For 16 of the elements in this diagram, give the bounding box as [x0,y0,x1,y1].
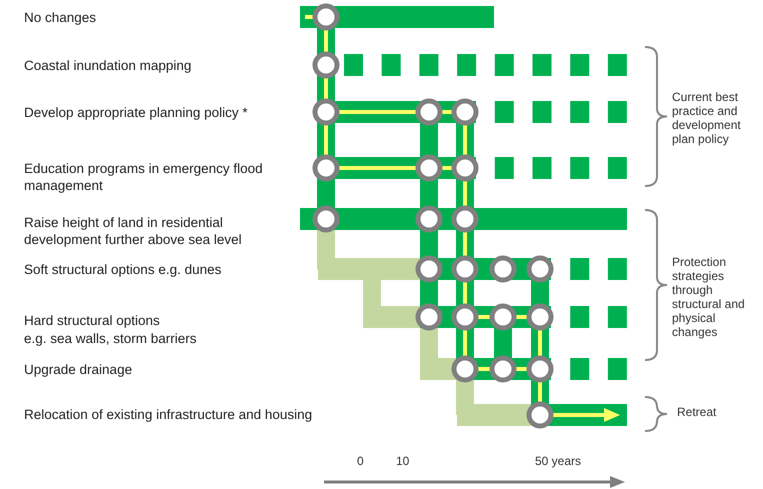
row-label: Relocation of existing infrastructure and housing [24,406,312,423]
row-label: Develop appropriate planning policy * [24,104,248,121]
row-label: Hard structural options [24,312,160,329]
axis-tick-label: 10 [396,454,410,468]
axis-tick-label: 50 years [535,454,582,468]
row-label: Raise height of land in residential development further above sea level [24,214,243,248]
bracket-label: Retreat [677,405,716,419]
axis-tick-label: 0 [357,454,364,468]
bracket-label: Current best practice and development plan policy [672,90,742,146]
row-label: No changes [24,9,96,26]
row-label: Education programs in emergency flood management [24,160,264,194]
bracket-label: Protection strategies through structural and physical changes [672,255,746,339]
row-label: Soft structural options e.g. dunes [24,261,222,278]
row-label: e.g. sea walls, storm barriers [24,330,197,347]
row-label: Coastal inundation mapping [24,57,192,74]
row-label: Upgrade drainage [24,361,132,378]
